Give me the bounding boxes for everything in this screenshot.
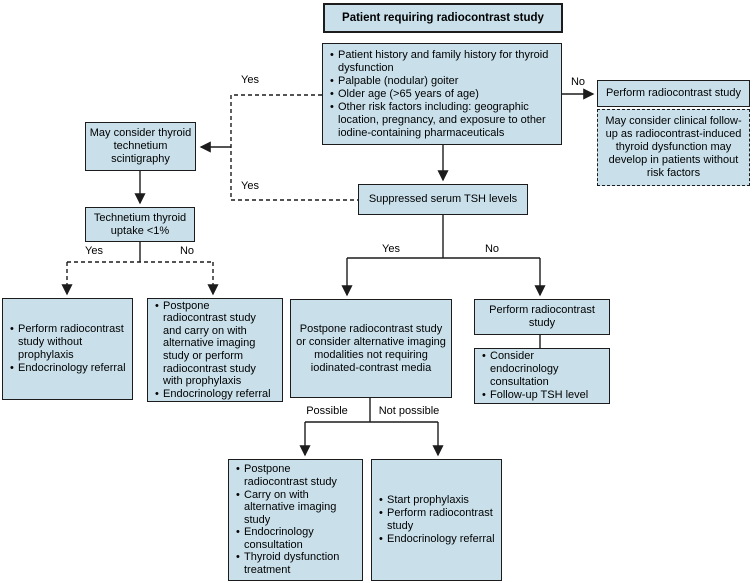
bullet-item: Patient history and family history for t… [329, 49, 555, 75]
node-postpone-alternative-imaging: Postpone radiocontrast study or consider… [290, 299, 452, 398]
node-technetium-uptake-text: Technetium thyroid uptake <1% [93, 211, 187, 237]
bullet-item: Consider endocrinology consultation [481, 350, 603, 389]
postpone-treatment-list: Postpone radiocontrast study Carry on wi… [235, 463, 356, 576]
edge-label-risk-no: No [570, 76, 586, 88]
bullet-item: Endocrinology referral [378, 533, 495, 546]
node-scintigraphy: May consider thyroid technetium scintigr… [85, 122, 196, 171]
bullet-item: Perform radiocontrast study [378, 507, 495, 533]
bullet-item: Older age (>65 years of age) [329, 88, 555, 101]
edge-label-uptake-no: No [179, 245, 195, 257]
node-perform-study-tsh-no-label: Perform radiocontrast study [489, 304, 595, 329]
edge-label-risk-yes: Yes [241, 74, 259, 86]
node-risk-assessment: Patient history and family history for t… [322, 43, 562, 145]
node-scintigraphy-text: May consider thyroid technetium scintigr… [89, 127, 192, 165]
node-followup-note-text: May consider clinical follow-up as radio… [605, 115, 742, 179]
node-start: Patient requiring radiocontrast study [323, 3, 563, 33]
bullet-item: Postpone radiocontrast study [235, 463, 356, 488]
bullet-item: Thyroid dysfunction treatment [235, 551, 356, 576]
edge-label-tsh-path-yes: Yes [241, 180, 259, 192]
bullet-item: Perform radiocontrast study without prop… [9, 323, 126, 362]
bullet-item: Endocrinology referral [154, 388, 276, 401]
node-start-label: Patient requiring radiocontrast study [342, 11, 544, 24]
perform-without-prophylaxis-list: Perform radiocontrast study without prop… [9, 323, 126, 375]
bullet-item: Carry on with alternative imaging study [235, 489, 356, 527]
endocrinology-followup-list: Consider endocrinology consultation Foll… [481, 350, 603, 402]
edge-label-tsh-no: No [484, 243, 500, 255]
node-perform-study-tsh-no: Perform radiocontrast study [474, 299, 610, 335]
bullet-item: Other risk factors including: geographic… [329, 101, 555, 140]
bullet-item: Endocrinology consultation [235, 526, 356, 551]
bullet-item: Endocrinology referral [9, 362, 126, 375]
bullet-item: Follow-up TSH level [481, 389, 603, 402]
node-prophylaxis-then-study: Start prophylaxis Perform radiocontrast … [371, 459, 502, 581]
node-perform-without-prophylaxis: Perform radiocontrast study without prop… [2, 298, 133, 400]
node-perform-study-no-risk: Perform radiocontrast study [597, 80, 750, 107]
prophylaxis-then-study-list: Start prophylaxis Perform radiocontrast … [378, 494, 495, 546]
edge-label-possible: Possible [306, 405, 348, 417]
edge-label-uptake-yes: Yes [85, 245, 103, 257]
risk-assessment-list: Patient history and family history for t… [329, 49, 555, 140]
node-perform-study-no-risk-label: Perform radiocontrast study [605, 87, 742, 99]
node-suppressed-tsh-text: Suppressed serum TSH levels [368, 193, 518, 205]
bullet-item: Palpable (nodular) goiter [329, 75, 555, 88]
edge-label-not-possible: Not possible [378, 405, 440, 417]
node-suppressed-tsh: Suppressed serum TSH levels [358, 184, 528, 215]
bullet-item: Start prophylaxis [378, 494, 495, 507]
postpone-or-prophylaxis-list: Postpone radiocontrast study and carry o… [154, 300, 276, 401]
edge-label-tsh-yes: Yes [382, 243, 400, 255]
node-followup-note: May consider clinical follow-up as radio… [597, 109, 750, 186]
node-postpone-treatment: Postpone radiocontrast study Carry on wi… [228, 459, 363, 581]
node-technetium-uptake: Technetium thyroid uptake <1% [85, 207, 195, 242]
node-endocrinology-followup: Consider endocrinology consultation Foll… [474, 348, 610, 404]
node-postpone-or-prophylaxis: Postpone radiocontrast study and carry o… [147, 298, 283, 402]
bullet-item: Postpone radiocontrast study and carry o… [154, 300, 276, 388]
node-postpone-alternative-imaging-text: Postpone radiocontrast study or consider… [296, 322, 446, 374]
